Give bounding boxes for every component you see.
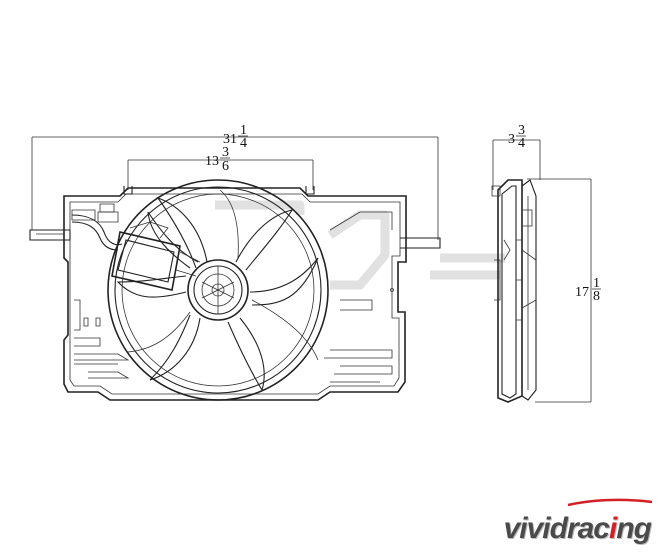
mount-spacing-dimension: 13 3 6	[127, 145, 314, 190]
depth-numerator: 3	[518, 123, 525, 138]
height-denominator: 8	[593, 289, 600, 304]
overall-width-dimension: 31 1 4	[31, 123, 439, 240]
depth-dimension: 3 3 4	[492, 123, 541, 190]
depth-denominator: 4	[518, 136, 525, 151]
overall-width-denominator: 4	[240, 136, 247, 151]
overall-width-whole: 31	[223, 132, 237, 147]
depth-whole: 3	[508, 132, 515, 147]
brand-watermark-main: vividrac	[503, 512, 610, 545]
overall-width-numerator: 1	[240, 123, 247, 138]
height-dimension: 17 1 8	[527, 178, 601, 403]
height-numerator: 1	[593, 276, 600, 291]
brand-watermark-end: ng	[616, 512, 652, 545]
brand-watermark: vividracing	[503, 512, 652, 546]
fan-hub	[187, 259, 249, 321]
background-watermark-logo	[215, 200, 505, 290]
mount-spacing-whole: 13	[205, 154, 219, 169]
motor-connector-box	[111, 221, 201, 291]
fan-ring	[107, 179, 329, 401]
brand-logo-swoosh	[567, 498, 653, 507]
mount-spacing-numerator: 3	[222, 145, 229, 160]
shroud-front-view	[29, 186, 441, 401]
height-whole: 17	[575, 285, 589, 300]
shroud-side-view	[491, 179, 537, 403]
brand-watermark-accent: i	[609, 512, 617, 545]
mount-spacing-denominator: 6	[222, 159, 229, 174]
wire-harness	[71, 203, 123, 251]
fan-blades	[116, 189, 319, 392]
